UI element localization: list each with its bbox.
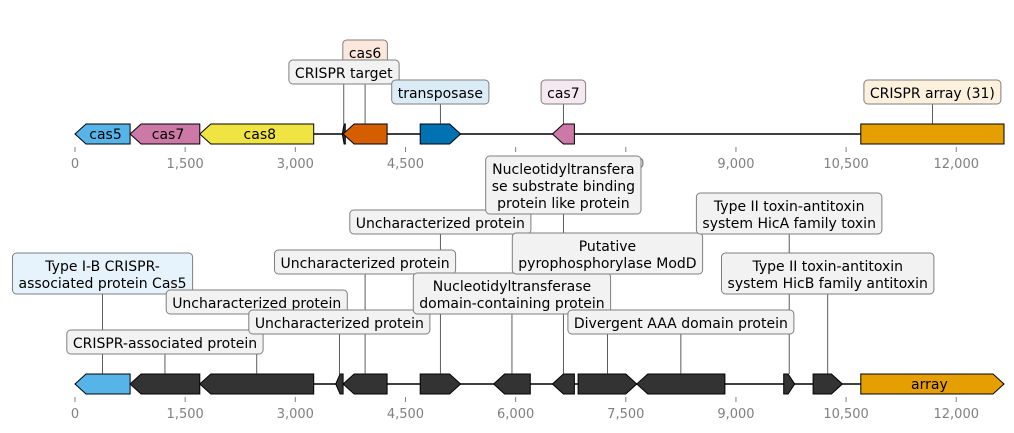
annotation-label: CRISPR target	[288, 59, 400, 85]
annotation-text: CRISPR array (31)	[870, 86, 995, 102]
annotation-text: cas6	[349, 46, 382, 62]
annotation-label: Uncharacterized protein	[349, 209, 532, 235]
annotation-label: Uncharacterized protein	[248, 309, 431, 335]
annotation-box	[863, 79, 1002, 105]
axis-tick-label: 1,500	[167, 407, 204, 422]
axis-tick-label: 3,000	[277, 157, 314, 172]
axis-tick-label: 7,500	[607, 407, 644, 422]
annotation-text: Uncharacterized protein	[356, 216, 525, 232]
gene-arrow	[551, 123, 575, 145]
axis-tick-label: 9,000	[717, 407, 754, 422]
axis-tick-label: 4,500	[387, 407, 424, 422]
gene-arrow	[342, 373, 388, 395]
axis-tick-label: 3,000	[277, 407, 314, 422]
gene-arrow	[74, 123, 131, 145]
top-track: cas5cas7cas801,5003,0004,5006,0007,5009,…	[71, 39, 1005, 172]
gene-arrow	[199, 373, 315, 395]
gene-arrow	[636, 373, 726, 395]
gene-arrow	[860, 123, 1005, 145]
annotation-label: cas7	[540, 79, 587, 105]
annotation-label: CRISPR-associated protein	[66, 329, 264, 355]
annotation-label: Divergent AAA domain protein	[567, 309, 795, 335]
bottom-track: array 0 1,500 3,000 4,500 6,000 7,500 9,000 10,5…	[12, 155, 1005, 422]
axis-tick-label: 4,500	[387, 157, 424, 172]
axis-tick-label: 0	[71, 157, 79, 172]
annotation-text: transposase	[398, 86, 483, 102]
annotation-box	[391, 79, 490, 105]
axis-tick-label: 10,500	[823, 407, 869, 422]
gene-arrow	[199, 123, 315, 145]
gene-arrow	[419, 373, 462, 395]
annotation-label: Uncharacterized protein	[274, 249, 457, 275]
annotation-text: Type I-B CRISPR-associated protein Cas5	[18, 259, 186, 292]
axis-tick-label: 12,000	[934, 407, 980, 422]
annotation-label: Uncharacterized protein	[165, 289, 348, 315]
annotation-text: Divergent AAA domain protein	[574, 316, 788, 332]
annotation-box	[511, 232, 704, 275]
annotation-box	[248, 309, 431, 335]
axis-tick-label: 0	[71, 407, 79, 422]
gene-arrow	[419, 123, 462, 145]
annotation-box	[567, 309, 795, 335]
annotation-box	[412, 272, 612, 315]
gene-arrow	[551, 373, 575, 395]
annotation-text: Uncharacterized protein	[255, 316, 424, 332]
annotation-box	[485, 155, 642, 215]
annotation-text: CRISPR target	[295, 66, 393, 82]
annotation-label: transposase	[391, 79, 490, 105]
gene-arrow	[342, 123, 388, 145]
annotation-box	[66, 329, 264, 355]
axis-tick-label: 9,000	[717, 157, 754, 172]
annotation-text: Uncharacterized protein	[281, 256, 450, 272]
axis-tick-label: 10,500	[823, 157, 869, 172]
annotation-box	[540, 79, 587, 105]
gene-label: cas8	[244, 127, 276, 143]
axis-tick-label: 12,000	[934, 157, 980, 172]
axis-tick-label: 1,500	[167, 157, 204, 172]
gene-arrow	[783, 373, 796, 395]
gene-arrow	[129, 373, 201, 395]
gene-arrow	[577, 373, 638, 395]
annotation-box	[274, 249, 457, 275]
annotation-label: Type I-B CRISPR-associated protein Cas5	[12, 252, 194, 295]
gene-arrow	[129, 123, 201, 145]
gene-arrow	[492, 373, 531, 395]
annotation-box	[288, 59, 400, 85]
annotation-box	[695, 192, 883, 235]
annotation-boxes: CRISPR-associated protein Type I-B CRISPR…	[12, 155, 935, 355]
gene-arrow	[74, 373, 131, 395]
annotation-box	[721, 252, 935, 295]
annotation-label: CRISPR array (31)	[863, 79, 1002, 105]
annotation-label: cas6	[342, 39, 388, 65]
gene-label: cas5	[89, 127, 121, 143]
annotation-text: Uncharacterized protein	[172, 296, 341, 312]
annotation-box	[349, 209, 532, 235]
gene-arrow	[860, 373, 1005, 395]
axis-tick-label: 6,000	[497, 407, 534, 422]
annotation-text: cas7	[547, 86, 579, 102]
gene-label: array	[911, 377, 948, 393]
gene-arrow	[812, 373, 844, 395]
annotation-box	[12, 252, 194, 295]
gene-label: cas7	[152, 127, 184, 143]
annotation-text: CRISPR-associated protein	[73, 336, 257, 352]
gene-arrow	[335, 373, 344, 395]
